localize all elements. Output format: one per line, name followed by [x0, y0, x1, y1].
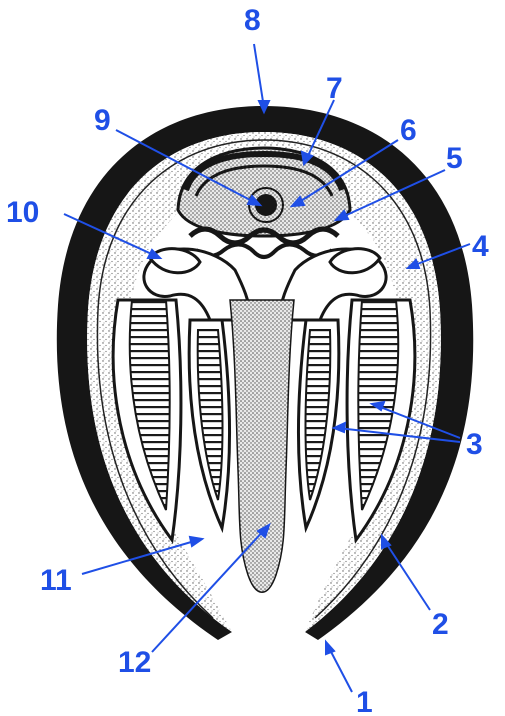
label-8: 8 [244, 4, 261, 37]
label-1: 1 [356, 686, 373, 716]
label-2: 2 [432, 608, 449, 641]
label-4: 4 [472, 230, 489, 263]
label-11: 11 [40, 564, 72, 597]
label-6: 6 [400, 114, 417, 147]
label-3: 3 [466, 428, 483, 461]
laminae-left-inner [198, 330, 223, 500]
label-10: 10 [6, 196, 39, 229]
label-5: 5 [446, 142, 463, 175]
label-12: 12 [118, 646, 151, 679]
laminae-right-inner [306, 330, 331, 500]
frog [230, 300, 294, 592]
label-7: 7 [326, 72, 343, 105]
label-9: 9 [94, 104, 111, 137]
